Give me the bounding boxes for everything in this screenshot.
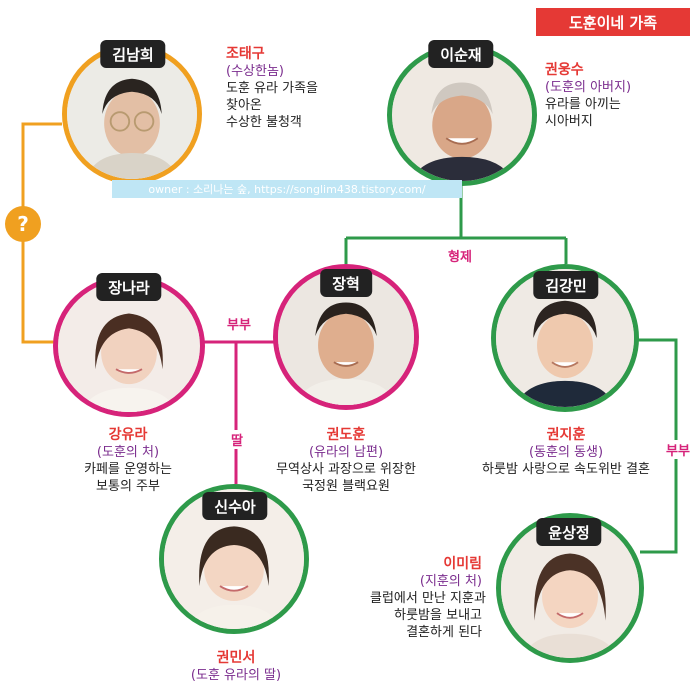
description-line: 하룻밤 사랑으로 속도위반 결혼 xyxy=(482,462,650,477)
role-name: 권지훈 xyxy=(546,427,586,443)
jang-nara-info: 강유라 (도훈의 처) 카페를 운영하는 보통의 주부 xyxy=(84,427,172,495)
description-line: 찾아온 xyxy=(226,98,262,113)
watermark: owner : 소리나는 숲, https://songlim438.tisto… xyxy=(112,180,462,198)
actor-tag-kim-kangmin: 김강민 xyxy=(533,271,599,299)
description-line: 수상한 불청객 xyxy=(226,115,302,130)
lee-soonjae-photo xyxy=(387,44,537,186)
description-line: 클럽에서 만난 지훈과 xyxy=(370,591,486,606)
lee-soonjae-info: 권웅수 (도훈의 아버지) 유라를 아끼는 시아버지 xyxy=(545,62,631,130)
actor-tag-kim-namhee: 김남희 xyxy=(100,40,166,68)
relation-label: (수상한놈) xyxy=(226,64,284,79)
jang-nara-photo xyxy=(53,275,205,417)
shin-sua-info: 권민서 (도훈 유라의 딸) xyxy=(191,650,281,684)
couple-link-label: 부부 xyxy=(225,314,253,333)
relation-label: (도훈 유라의 딸) xyxy=(190,668,282,683)
kim-namhee-photo xyxy=(62,44,202,184)
description-line: 국정원 블랙요원 xyxy=(302,479,390,494)
actor-tag-jang-nara: 장나라 xyxy=(96,273,162,301)
unknown-link-icon: ? xyxy=(5,206,41,242)
relation-label: (도훈의 처) xyxy=(96,445,160,460)
description-line: 시아버지 xyxy=(545,114,593,129)
relation-label: (동훈의 동생) xyxy=(528,445,604,460)
brothers-link-label: 형제 xyxy=(446,246,474,265)
second-couple-link-label: 부부 xyxy=(664,440,692,459)
jang-hyuk-photo xyxy=(273,264,419,410)
role-name: 권웅수 xyxy=(545,62,584,78)
description-line: 카페를 운영하는 xyxy=(84,462,172,477)
role-name: 권민서 xyxy=(216,650,256,666)
description-line: 보통의 주부 xyxy=(96,479,160,494)
daughter-link-label: 딸 xyxy=(229,430,245,449)
role-name: 강유라 xyxy=(108,427,148,443)
diagram-title: 도훈이네 가족 xyxy=(536,8,690,36)
role-name: 조태구 xyxy=(226,46,265,62)
shin-sua-photo xyxy=(159,484,309,634)
description-line: 하룻밤을 보내고 xyxy=(394,608,482,623)
actor-tag-yoon-sangjung: 윤상정 xyxy=(536,518,602,546)
relation-label: (지훈의 처) xyxy=(419,574,482,589)
description-line: 유라를 아끼는 xyxy=(545,97,621,112)
role-name: 이미림 xyxy=(443,556,482,572)
description-line: 도훈 유라 가족을 xyxy=(226,81,318,96)
kim-kangmin-info: 권지훈 (동훈의 동생) 하룻밤 사랑으로 속도위반 결혼 xyxy=(482,427,650,478)
description-line: 결혼하게 된다 xyxy=(406,625,482,640)
actor-tag-shin-sua: 신수아 xyxy=(202,492,268,520)
description-line: 무역상사 과장으로 위장한 xyxy=(276,462,416,477)
jang-hyuk-info: 권도훈 (유라의 남편) 무역상사 과장으로 위장한 국정원 블랙요원 xyxy=(276,427,416,495)
relation-label: (유라의 남편) xyxy=(308,445,384,460)
relation-label: (도훈의 아버지) xyxy=(545,80,632,95)
kim-namhee-info: 조태구 (수상한놈) 도훈 유라 가족을 찾아온 수상한 불청객 xyxy=(226,46,318,131)
yoon-sangjung-info: 이미림 (지훈의 처) 클럽에서 만난 지훈과 하룻밤을 보내고 결혼하게 된다 xyxy=(370,556,486,641)
role-name: 권도훈 xyxy=(326,427,366,443)
actor-tag-lee-soonjae: 이순재 xyxy=(428,40,494,68)
actor-tag-jang-hyuk: 장혁 xyxy=(320,269,372,297)
